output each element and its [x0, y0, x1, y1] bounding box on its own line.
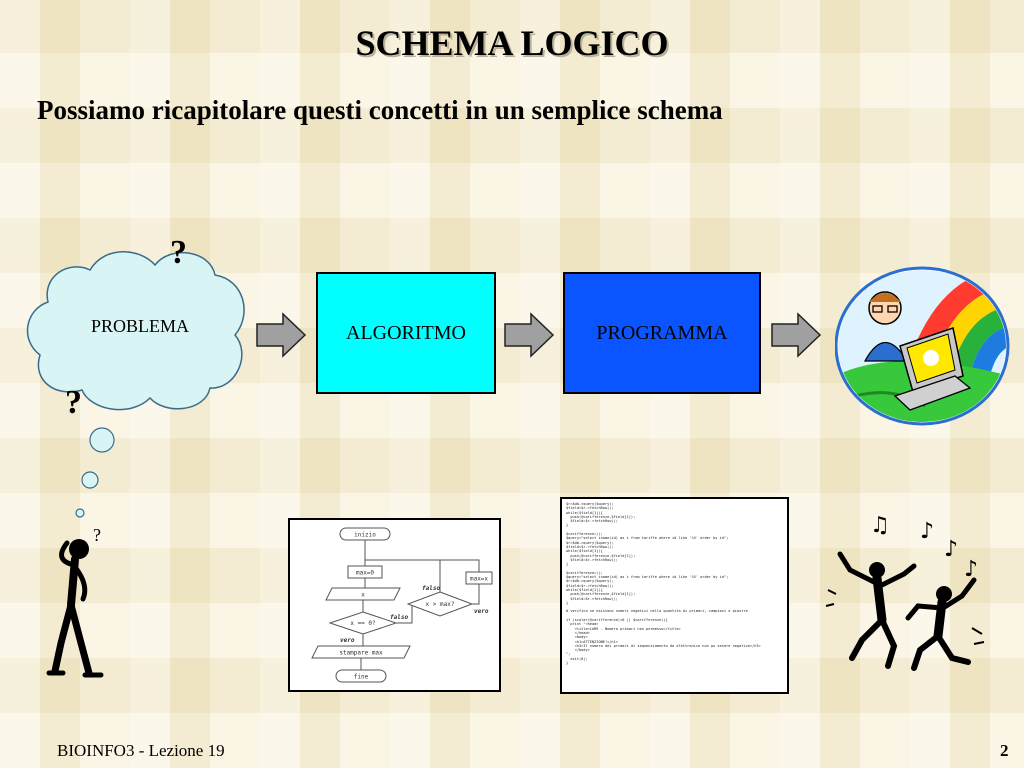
footer-text: BIOINFO3 - Lezione 19 [57, 741, 225, 760]
thought-bubble-medium [81, 471, 99, 489]
confused-figure-icon: ? [46, 525, 104, 678]
flow-cond-max-shape [406, 591, 474, 617]
arrow-right-icon [504, 312, 555, 358]
thought-bubble-large [89, 427, 115, 453]
cloud-shape [26, 251, 245, 411]
flow-end: fine [354, 674, 369, 681]
node-algoritmo: ALGORITMO [316, 272, 496, 394]
arrow-right-icon [771, 312, 822, 358]
svg-text:♪: ♪ [964, 557, 978, 582]
flow-true-1: vero [340, 637, 355, 644]
question-mark-top: ? [170, 234, 187, 271]
computer-user-icon [835, 266, 1010, 426]
flow-end-shape [335, 669, 387, 683]
question-mark-bottom: ? [65, 384, 82, 421]
flow-assign: max=x [470, 576, 488, 583]
flow-print-shape [311, 645, 411, 659]
flowchart-diagram: inizio max=0 x x == 0? falso x > max? fa… [311, 527, 493, 683]
arrow-right-icon [256, 312, 307, 358]
node-problema: PROBLEMA [90, 316, 189, 336]
thought-bubble-small [75, 508, 85, 518]
flow-read-shape [325, 587, 401, 601]
flow-false-1: falso [390, 614, 408, 621]
flow-init: max=0 [356, 570, 374, 577]
flow-cond-max: x > max? [426, 601, 455, 608]
dancing-figures-icon: ♫ ♪ ♪ ♪ [825, 513, 985, 671]
svg-text:?: ? [93, 525, 101, 545]
svg-text:♪: ♪ [920, 519, 934, 544]
code-listing-image: $r=$db->query($query); $field=$r->fetchR… [560, 497, 789, 694]
slide-title: SCHEMA LOGICO [355, 23, 669, 63]
svg-text:♫: ♫ [870, 513, 890, 538]
flow-start: inizio [354, 532, 376, 539]
flow-cond-end: x == 0? [350, 620, 376, 627]
flowchart-image: inizio max=0 x x == 0? falso x > max? fa… [288, 518, 501, 692]
svg-text:♪: ♪ [944, 537, 958, 562]
flow-true-2: vero [474, 608, 489, 615]
flow-read: x [361, 592, 365, 599]
thought-cloud [26, 251, 245, 518]
code-listing: $r=$db->query($query); $field=$r->fetchR… [566, 502, 761, 665]
page-number: 2 [1000, 741, 1009, 760]
flow-print: stampare max [339, 650, 383, 657]
node-programma: PROGRAMMA [563, 272, 761, 394]
flow-false-2: falso [422, 585, 440, 592]
slide-subtitle: Possiamo ricapitolare questi concetti in… [37, 95, 723, 125]
